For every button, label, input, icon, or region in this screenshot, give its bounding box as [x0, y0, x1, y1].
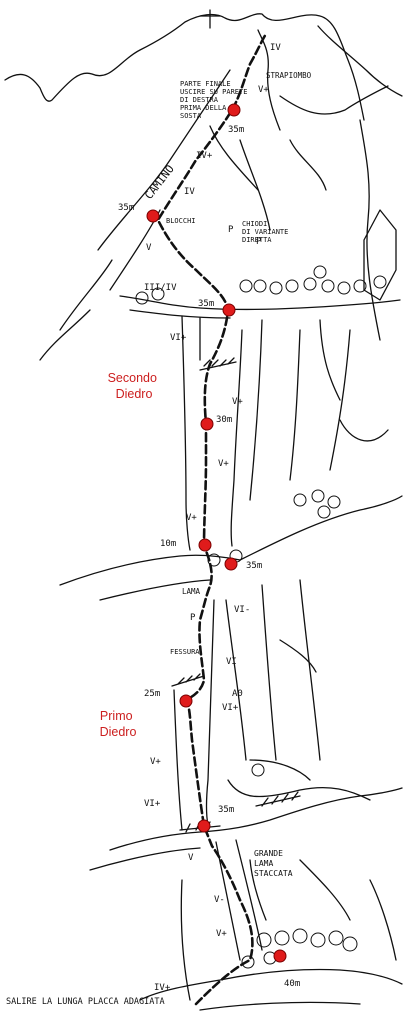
note-grande-lama-line: LAMA: [254, 859, 273, 868]
distance: 40m: [284, 979, 300, 989]
note-fessura: FESSURA: [170, 648, 200, 656]
grade: IV: [184, 187, 195, 197]
belay-2: [146, 209, 160, 223]
distance: 35m: [228, 125, 244, 135]
note-chiodi-line: CHIODI: [242, 220, 267, 228]
grade: III/IV: [144, 283, 177, 293]
grade: V+: [232, 397, 243, 407]
note-grande-lama-line: GRANDE: [254, 849, 283, 858]
rock-outlines: [4, 9, 403, 1011]
note-exit-line: PARTE FINALE: [180, 80, 231, 88]
grade: A0: [232, 689, 243, 699]
grade: VI+: [144, 799, 161, 809]
grade: P: [256, 237, 262, 247]
belay-9: [273, 949, 287, 963]
belay-1: [227, 103, 241, 117]
distance: 10m: [160, 539, 176, 549]
grade: V+: [218, 459, 229, 469]
grades: IV V+ IV+ IV V III/IV VI+ V+ V+ V+ VI- V…: [144, 43, 281, 993]
belay-3: [222, 303, 236, 317]
belay-4: [200, 417, 214, 431]
grade: IV+: [154, 983, 171, 993]
route-line: [156, 32, 268, 1006]
section-primo-line1: Primo: [100, 709, 133, 723]
grade: P: [228, 225, 234, 235]
note-strapiombo: STRAPIOMBO: [266, 71, 312, 80]
distances: 35m 35m 35m 30m 10m 35m 25m 35m 40m: [118, 125, 300, 989]
belay-7: [179, 694, 193, 708]
note-blocchi: BLOCCHI: [166, 217, 196, 225]
belay-8: [197, 819, 211, 833]
grade: V: [188, 853, 194, 863]
grade: V+: [216, 929, 227, 939]
note-chiodi-line: DIRETTA: [242, 236, 272, 244]
grade: VI+: [222, 703, 239, 713]
belay-5: [198, 538, 212, 552]
grade: VI: [226, 657, 237, 667]
section-primo-line2: Diedro: [100, 725, 137, 739]
distance: 35m: [246, 561, 262, 571]
note-exit-line: USCIRE SU PARETE: [180, 88, 247, 96]
note-exit-line: SOSTA: [180, 112, 202, 120]
note-exit-line: PRIMA DELLA: [180, 104, 227, 112]
section-secondo-line2: Diedro: [116, 387, 153, 401]
distance: 35m: [218, 805, 234, 815]
section-label-primo: Primo Diedro: [100, 709, 137, 739]
note-bottom: SALIRE LA LUNGA PLACCA ADAGIATA: [6, 997, 165, 1007]
section-label-secondo: Secondo Diedro: [108, 371, 161, 401]
note-lama: LAMA: [182, 587, 201, 596]
distance: 35m: [118, 203, 134, 213]
distance: 35m: [198, 299, 214, 309]
grade: V+: [258, 85, 269, 95]
note-exit-line: DI DESTRA: [180, 96, 219, 104]
grade: V+: [150, 757, 161, 767]
belay-stations: [146, 103, 287, 963]
grade: IV: [270, 43, 281, 53]
belay-6: [224, 557, 238, 571]
grade: V-: [214, 895, 225, 905]
grade: VI-: [234, 605, 250, 615]
grade: VI+: [170, 333, 187, 343]
distance: 30m: [216, 415, 232, 425]
grade: V: [146, 243, 152, 253]
grade: V+: [186, 513, 197, 523]
grade: IV+: [196, 151, 213, 161]
tree-clusters: [135, 265, 387, 969]
note-chiodi-line: DI VARIANTE: [242, 228, 288, 236]
note-grande-lama-line: STACCATA: [254, 869, 293, 878]
grade: P: [190, 613, 196, 623]
distance: 25m: [144, 689, 160, 699]
section-secondo-line1: Secondo: [108, 371, 157, 385]
